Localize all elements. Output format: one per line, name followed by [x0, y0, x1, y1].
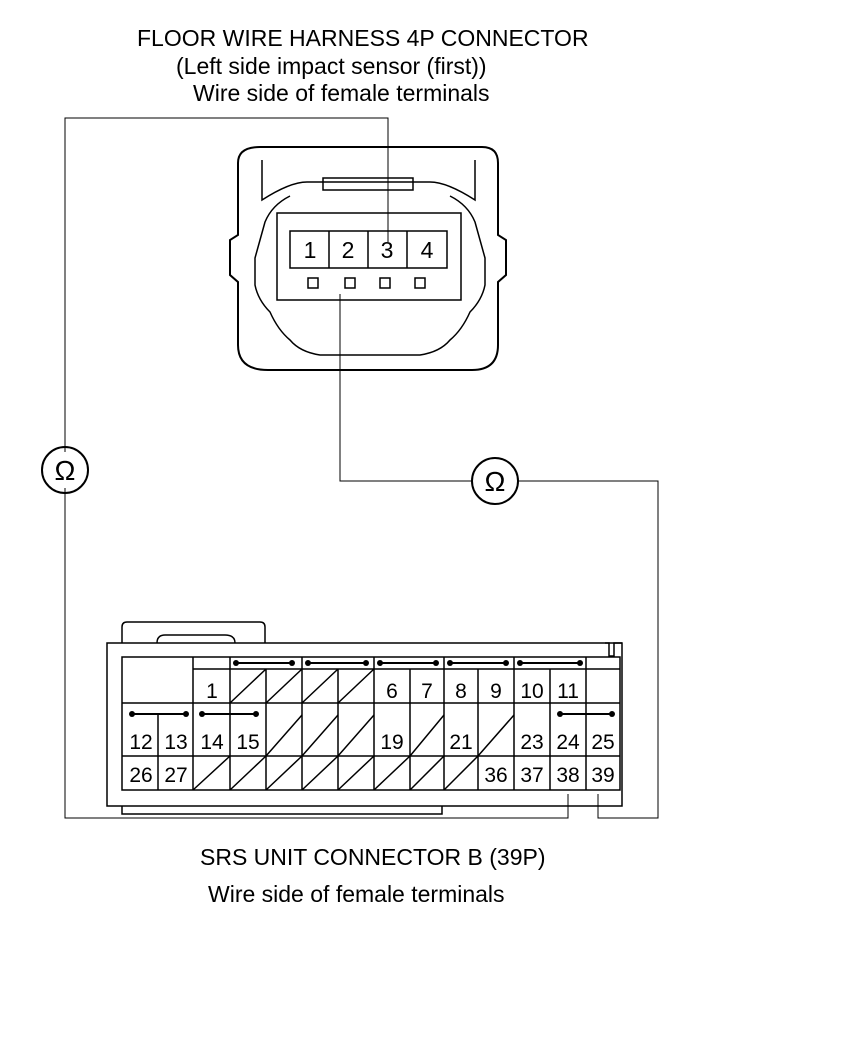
- 4p-pin-hole-3: [379, 277, 391, 289]
- test-wires: [64, 117, 659, 819]
- top-connector-subtitle: (Left side impact sensor (first)): [176, 53, 487, 79]
- 39p-terminal-39: 39: [591, 764, 614, 787]
- wire-terminal-3-to-38: [64, 117, 569, 819]
- 39p-terminal-11: 11: [557, 680, 579, 703]
- 4p-terminal-1: 1: [304, 237, 317, 263]
- left-ohm-symbol: Ω: [55, 455, 76, 486]
- 39p-terminal-10: 10: [520, 680, 543, 703]
- floor-harness-4p-connector: [229, 146, 507, 371]
- right-ohm-symbol: Ω: [485, 466, 506, 497]
- 39p-empty-cavity-slashes: [192, 668, 515, 791]
- 4p-connector-latch: [322, 177, 414, 191]
- 39p-terminal-24: 24: [556, 731, 580, 754]
- 39p-terminal-38: 38: [556, 764, 579, 787]
- 39p-terminal-25: 25: [591, 731, 614, 754]
- 39p-cell-dividers: [157, 657, 620, 790]
- 39p-terminal-frame: [121, 656, 621, 791]
- 39p-shorting-bar-ends: [129, 660, 615, 717]
- top-connector-title: FLOOR WIRE HARNESS 4P CONNECTOR: [137, 25, 589, 51]
- 4p-pin-hole-2: [344, 277, 356, 289]
- 39p-connector-bottom-skirt: [121, 806, 443, 815]
- 4p-connector-inner-wall: [261, 160, 476, 202]
- 39p-terminal-14: 14: [200, 731, 224, 754]
- 39p-terminal-27: 27: [164, 764, 187, 787]
- 39p-connector-outer-shell: [106, 642, 623, 807]
- right-ohmmeter: [471, 457, 519, 505]
- wire-terminal-2-to-39: [339, 294, 659, 819]
- 39p-terminal-26: 26: [129, 764, 152, 787]
- top-connector-side-note: Wire side of female terminals: [193, 80, 490, 106]
- bottom-connector-title: SRS UNIT CONNECTOR B (39P): [200, 844, 546, 870]
- 4p-connector-outer-shell: [229, 146, 507, 371]
- 39p-terminal-12: 12: [129, 731, 152, 754]
- srs-unit-39p-connector: [106, 621, 623, 815]
- 39p-terminal-6: 6: [386, 680, 398, 703]
- 4p-pin-hole-4: [414, 277, 426, 289]
- 4p-terminal-3: 3: [381, 237, 394, 263]
- 39p-terminal-37: 37: [520, 764, 543, 787]
- left-ohmmeter: [41, 446, 89, 494]
- 4p-connector-inner-cavity: [254, 195, 486, 356]
- 39p-terminal-23: 23: [520, 731, 543, 754]
- 4p-terminal-4: 4: [421, 237, 434, 263]
- 4p-connector-terminal-block: [276, 212, 462, 301]
- 39p-terminal-15: 15: [236, 731, 259, 754]
- 39p-terminal-36: 36: [484, 764, 507, 787]
- bottom-connector-side-note: Wire side of female terminals: [208, 881, 505, 907]
- 39p-terminal-13: 13: [164, 731, 187, 754]
- 39p-connector-top-tab: [121, 621, 266, 643]
- 4p-terminal-2: 2: [342, 237, 355, 263]
- 39p-terminal-19: 19: [380, 731, 403, 754]
- 39p-terminal-9: 9: [490, 680, 502, 703]
- 39p-connector-right-latch: [605, 642, 622, 657]
- 39p-shorting-bars: [132, 662, 612, 715]
- 39p-connector-tab-slot: [156, 634, 236, 644]
- 39p-terminal-1: 1: [206, 680, 218, 703]
- 39p-terminal-8: 8: [455, 680, 467, 703]
- 39p-terminal-21: 21: [449, 731, 472, 754]
- 4p-pin-hole-1: [307, 277, 319, 289]
- 39p-terminal-7: 7: [421, 680, 433, 703]
